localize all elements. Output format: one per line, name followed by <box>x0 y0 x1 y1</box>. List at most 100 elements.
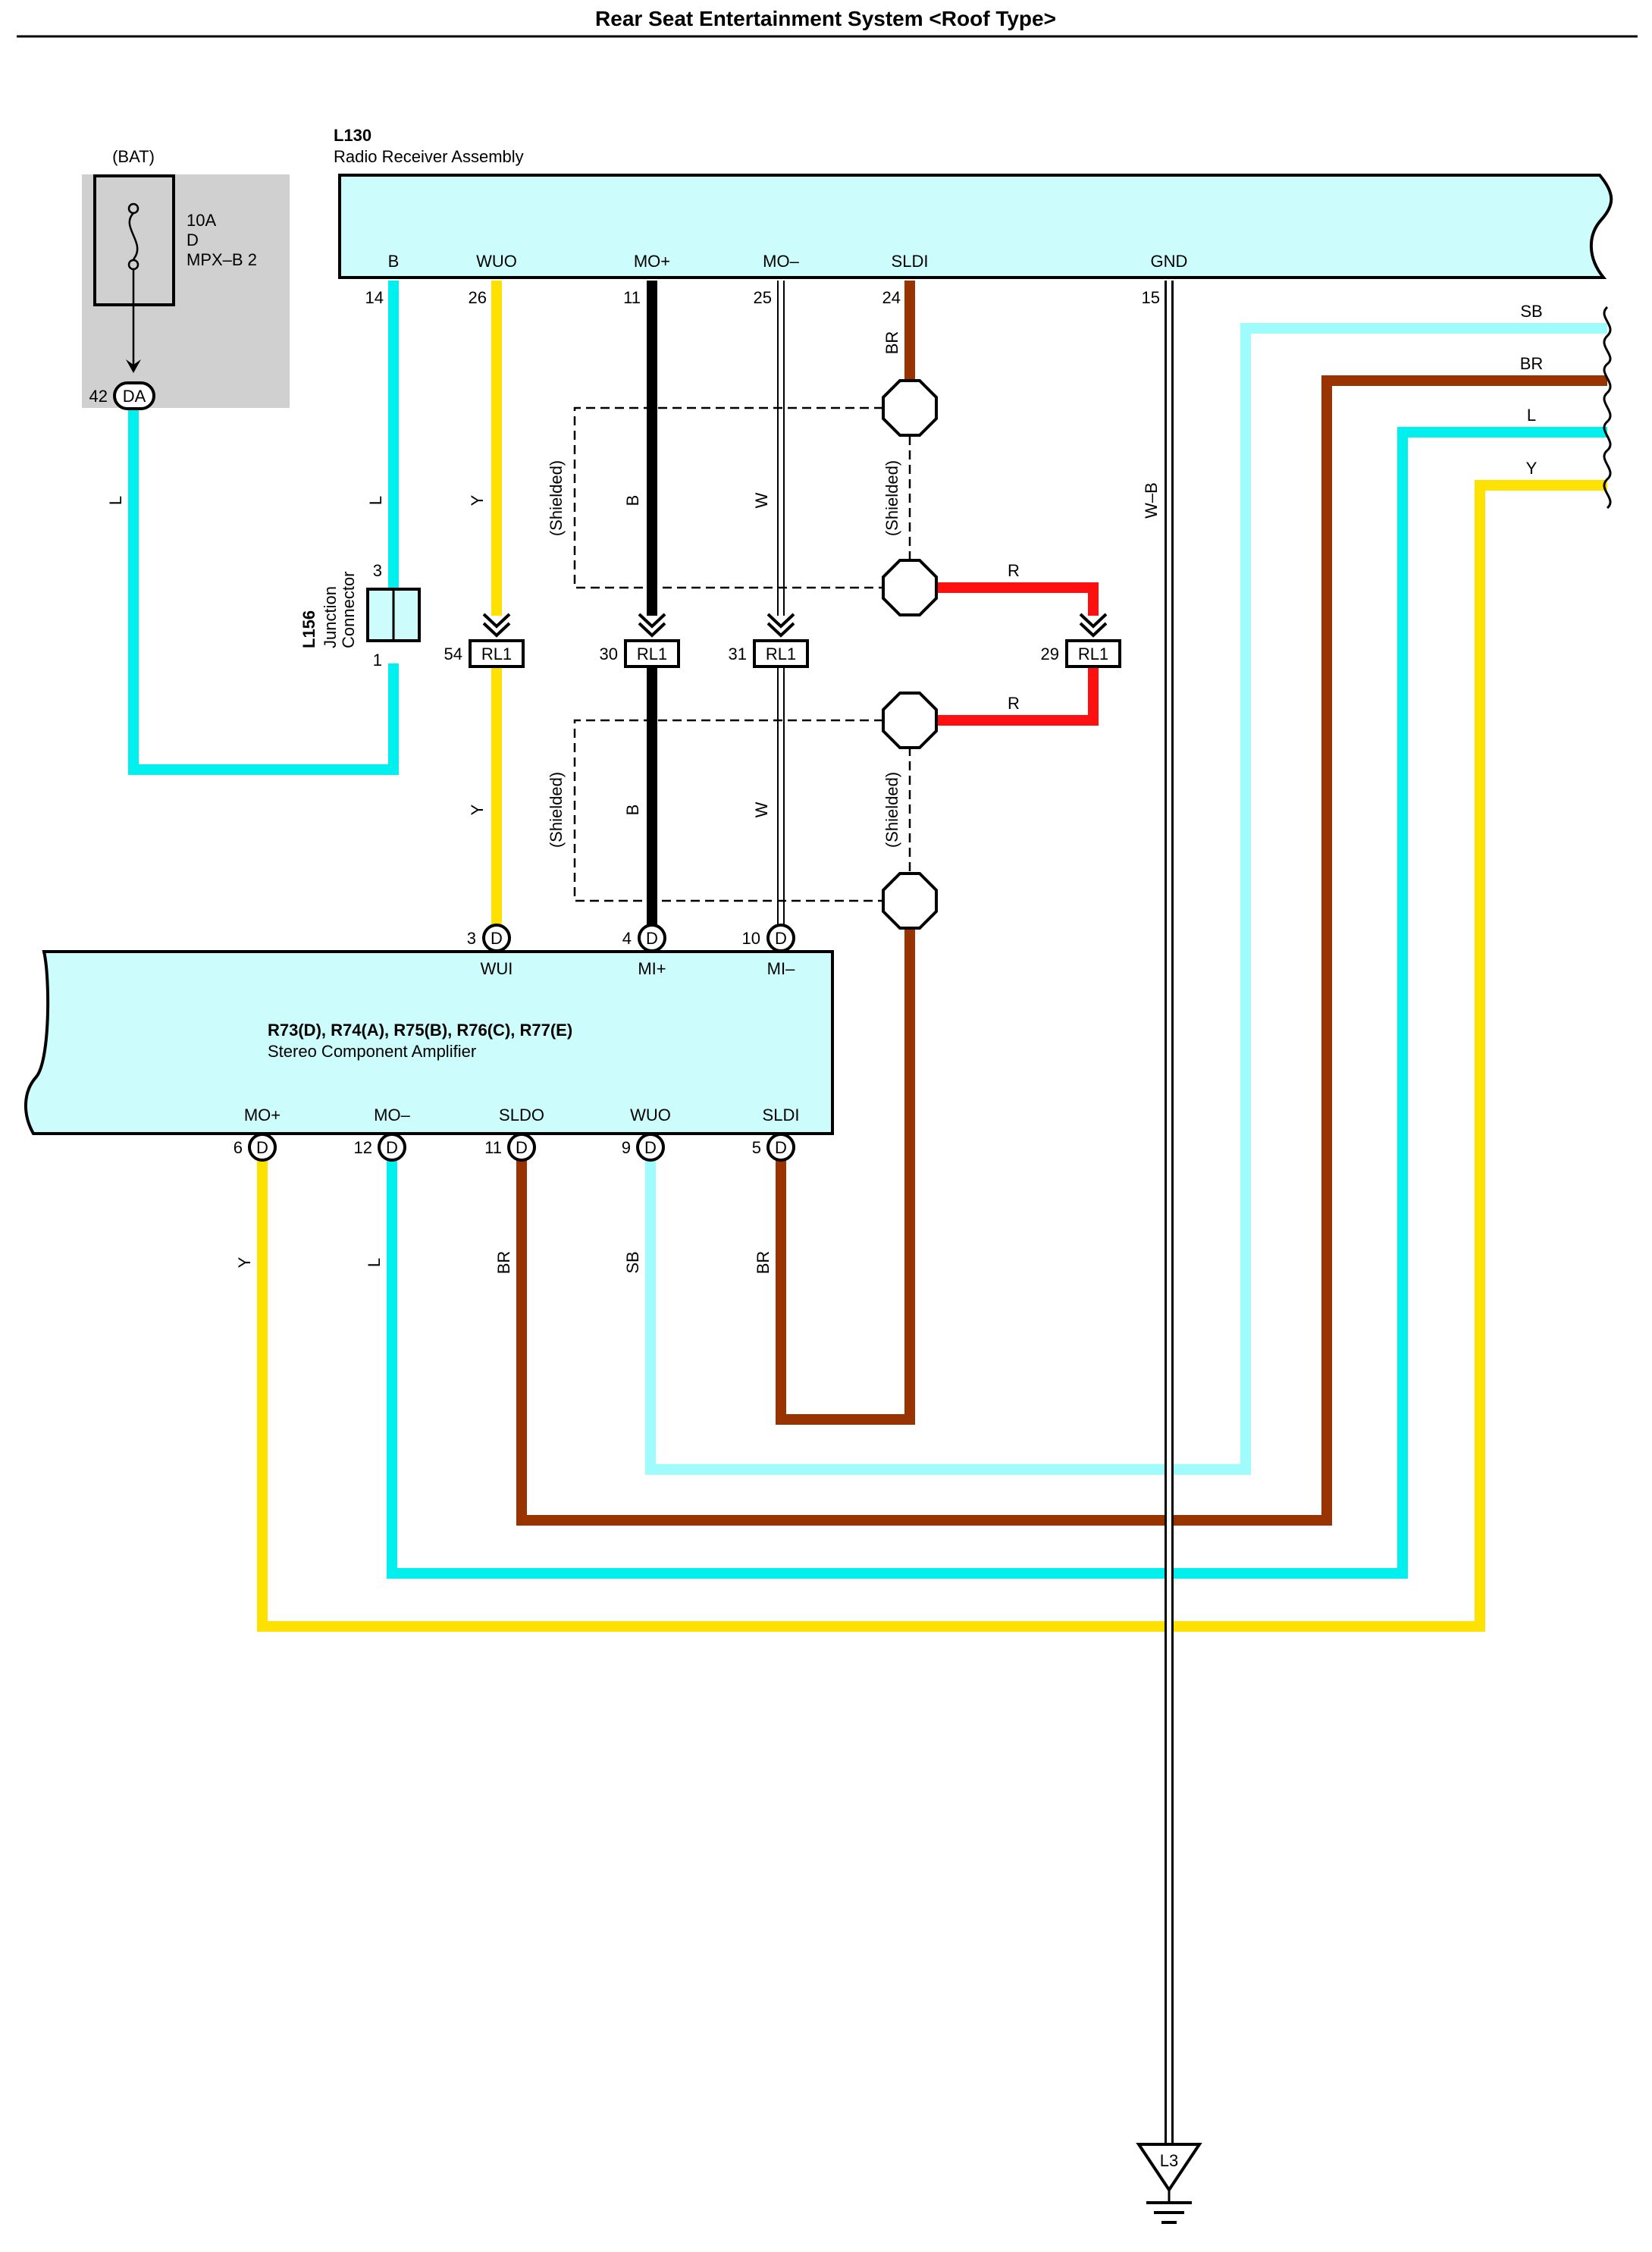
rl1-connector-box <box>624 639 680 668</box>
amp-connector-label: D <box>775 929 787 948</box>
radio-pin-gnd: 15 <box>1142 288 1160 307</box>
amp-connector-d <box>482 924 511 952</box>
wire-label: BR <box>754 1251 773 1275</box>
wire-label: Y <box>468 804 487 815</box>
rl1-connector-pin: 31 <box>729 645 747 663</box>
amp-pin-wuo: 9 <box>622 1138 631 1157</box>
fuse-connector-label: DA <box>123 387 146 406</box>
fuse-box <box>82 174 290 408</box>
amp-connector-label: D <box>646 929 658 948</box>
amp-terminal-mo-plus: MO+ <box>244 1106 281 1124</box>
radio-receiver-body <box>338 174 1613 279</box>
fuse-rating: 10A <box>187 211 216 230</box>
wire-br-sldi-lower <box>776 929 915 1425</box>
wire-label: L <box>1527 406 1536 425</box>
amp-terminal-mo-minus: MO– <box>374 1106 410 1124</box>
rl1-connector-label: RL1 <box>1078 645 1108 663</box>
amp-pin-mo-minus: 12 <box>354 1138 372 1157</box>
amp-connector-label: D <box>516 1138 528 1157</box>
wire-label: L <box>366 496 385 505</box>
rl1-chevron-icon <box>766 613 795 638</box>
radio-pin-wuo: 26 <box>469 288 487 307</box>
wire-sb-loop <box>645 323 1607 1475</box>
amp-connector-d <box>638 924 666 952</box>
amp-connector-label: D <box>775 1138 787 1157</box>
rl1-connector-label: RL1 <box>637 645 667 663</box>
rl1-chevron-icon <box>482 613 511 638</box>
amp-connector-d <box>378 1133 406 1162</box>
wire-label: W <box>752 492 771 508</box>
radio-pin-sldi: 24 <box>882 288 901 307</box>
shield-splice-3 <box>882 692 938 749</box>
rl1-connector-box <box>1065 639 1121 668</box>
fuse-box-id: D <box>187 231 199 249</box>
amplifier-name: Stereo Component Amplifier <box>268 1042 476 1061</box>
wire-label: L <box>365 1258 384 1267</box>
shield-splice-1 <box>882 379 938 437</box>
fuse-name: MPX–B 2 <box>187 250 257 269</box>
rl1-connector-box <box>469 639 525 668</box>
wire-label: W–B <box>1142 482 1161 519</box>
rl1-connector-label: RL1 <box>766 645 796 663</box>
ground-icon <box>1136 2143 1202 2224</box>
shield-splice-4 <box>882 872 938 930</box>
amp-connector-label: D <box>644 1138 657 1157</box>
wire-label: SB <box>623 1251 642 1273</box>
amp-terminal-wuo: WUO <box>630 1106 671 1124</box>
radio-terminal-wuo: WUO <box>476 252 517 271</box>
shield-lower <box>573 719 911 902</box>
fuse-icon <box>126 202 141 373</box>
radio-pin-mo-minus: 25 <box>754 288 772 307</box>
junction-name-line2: Connector <box>339 571 358 648</box>
rl1-connector-label: RL1 <box>481 645 512 663</box>
wire-label: BR <box>882 331 901 355</box>
rl1-connector-pin: 30 <box>600 645 618 663</box>
amp-connector-d <box>248 1133 277 1162</box>
diagram-title: Rear Seat Entertainment System <Roof Typ… <box>595 7 1056 30</box>
wire-label: Y <box>468 494 487 506</box>
junction-pin-top: 3 <box>373 561 382 580</box>
radio-terminal-mo-minus: MO– <box>763 252 799 271</box>
shield-label: (Shielded) <box>882 460 901 536</box>
fuse-connector-pin: 42 <box>89 387 108 406</box>
wire-label: B <box>623 805 642 816</box>
amp-connector-label: D <box>491 929 503 948</box>
wire-label: R <box>1008 561 1020 580</box>
rl1-chevron-icon <box>1079 613 1108 638</box>
wire-red-upper <box>929 582 1099 616</box>
junction-code: L156 <box>299 610 318 648</box>
radio-pin-mo-plus: 11 <box>623 288 641 307</box>
radio-terminal-sldi: SLDI <box>892 252 929 271</box>
fuse-connector-da <box>113 381 155 410</box>
shield-label: (Shielded) <box>547 460 566 536</box>
amp-pin-wui: 3 <box>467 929 476 948</box>
amplifier-code: R73(D), R74(A), R75(B), R76(C), R77(E) <box>268 1021 572 1040</box>
amp-terminal-wui: WUI <box>481 959 513 978</box>
wire-break-symbol <box>1603 306 1612 510</box>
wire-l-loop <box>387 427 1607 1579</box>
amp-connector-d <box>766 924 795 952</box>
amp-pin-mi-minus: 10 <box>742 929 760 948</box>
wire-fuse-l <box>128 409 399 775</box>
amp-pin-sldo: 11 <box>484 1138 502 1157</box>
amp-connector-d <box>766 1133 795 1162</box>
amp-connector-d <box>636 1133 665 1162</box>
wire-label: B <box>623 495 642 507</box>
amp-terminal-sldi: SLDI <box>763 1106 800 1124</box>
rl1-connector-box <box>753 639 809 668</box>
fuse-source-label: (BAT) <box>112 147 155 166</box>
amp-pin-mi-plus: 4 <box>622 929 632 948</box>
junction-name-line1: Junction <box>321 586 340 648</box>
shield-upper <box>573 406 911 589</box>
wire-y-loop <box>257 480 1607 1632</box>
radio-terminal-mo-plus: MO+ <box>634 252 670 271</box>
rl1-connector-pin: 54 <box>444 645 462 663</box>
wire-label: W <box>752 801 771 817</box>
wire-label: R <box>1008 694 1020 713</box>
radio-code: L130 <box>334 126 371 145</box>
amp-connector-label: D <box>256 1138 268 1157</box>
amp-connector-label: D <box>386 1138 398 1157</box>
amp-pin-mo-plus: 6 <box>234 1138 243 1157</box>
radio-terminal-gnd: GND <box>1151 252 1188 271</box>
